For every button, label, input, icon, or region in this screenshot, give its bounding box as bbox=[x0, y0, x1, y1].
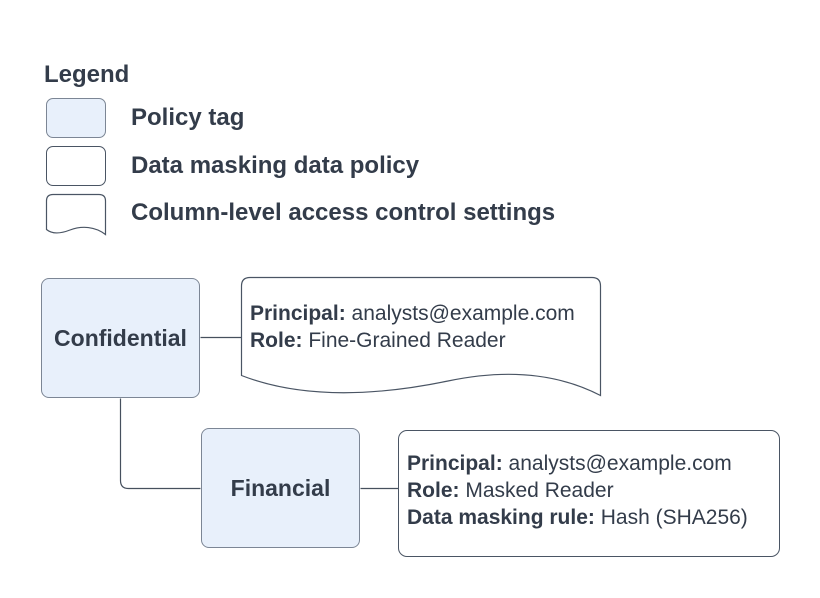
legend-item-column-access: Column-level access control settings bbox=[131, 199, 556, 226]
data-masking-policy-box bbox=[398, 430, 780, 557]
access-principal-line: Principal: analysts@example.com bbox=[250, 300, 575, 327]
principal-label: Principal: bbox=[407, 452, 503, 475]
legend-data-policy-swatch bbox=[46, 146, 106, 186]
legend-item-data-masking-policy: Data masking data policy bbox=[131, 152, 420, 179]
financial-label: Financial bbox=[230, 474, 331, 501]
role-value: Masked Reader bbox=[459, 479, 614, 502]
policy-tag-node-financial: Financial bbox=[201, 428, 360, 548]
masking-principal-line: Principal: analysts@example.com bbox=[407, 450, 748, 477]
connector-confidential-to-financial bbox=[119, 398, 201, 490]
masking-role-line: Role: Masked Reader bbox=[407, 477, 748, 504]
data-masking-policy-text: Principal: analysts@example.com Role: Ma… bbox=[407, 450, 748, 531]
legend-title: Legend bbox=[44, 61, 130, 88]
principal-value: analysts@example.com bbox=[345, 302, 575, 325]
confidential-label: Confidential bbox=[54, 324, 187, 351]
access-role-line: Role: Fine-Grained Reader bbox=[250, 327, 575, 354]
access-settings-document-shape bbox=[240, 276, 602, 397]
role-value: Fine-Grained Reader bbox=[302, 329, 506, 352]
principal-value: analysts@example.com bbox=[502, 452, 732, 475]
legend-document-swatch bbox=[45, 193, 107, 236]
masking-rule-label: Data masking rule: bbox=[407, 506, 595, 529]
role-label: Role: bbox=[407, 479, 460, 502]
access-settings-text: Principal: analysts@example.com Role: Fi… bbox=[250, 300, 575, 354]
legend-item-policy-tag: Policy tag bbox=[131, 104, 245, 131]
masking-rule-value: Hash (SHA256) bbox=[594, 506, 748, 529]
masking-rule-line: Data masking rule: Hash (SHA256) bbox=[407, 504, 748, 531]
legend-policy-tag-swatch bbox=[46, 98, 106, 138]
principal-label: Principal: bbox=[250, 302, 346, 325]
role-label: Role: bbox=[250, 329, 303, 352]
policy-tag-node-confidential: Confidential bbox=[41, 278, 200, 398]
